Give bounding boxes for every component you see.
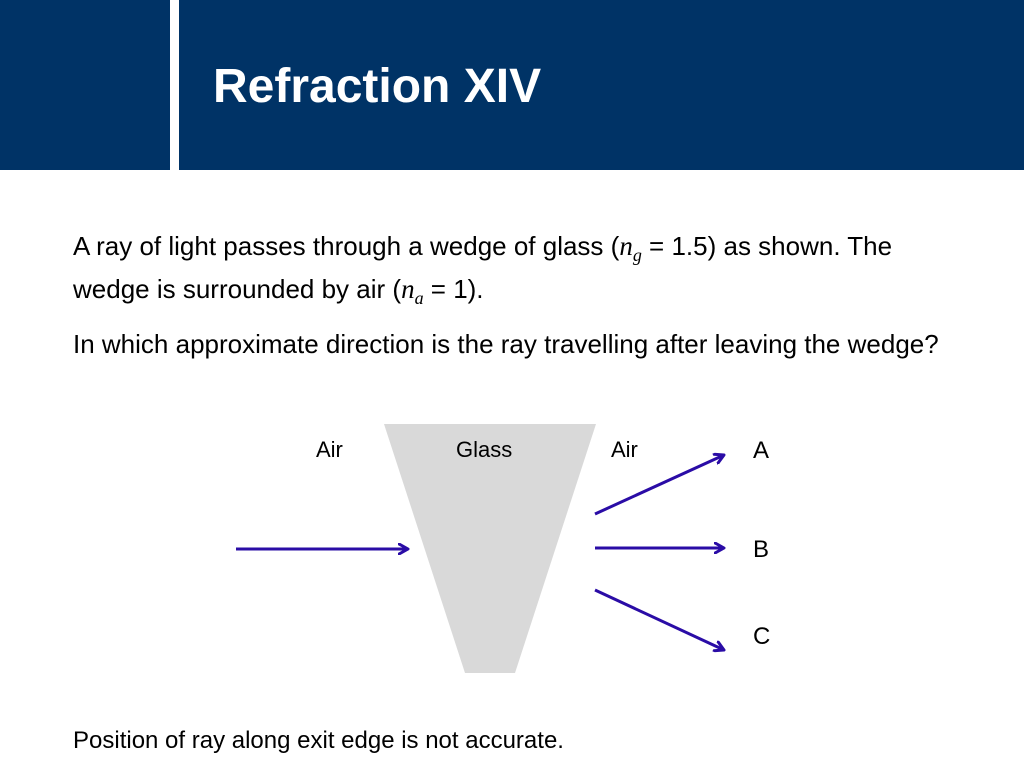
option-b-label: B	[753, 536, 769, 563]
question-text-middle: = 1.5) as shown. The wedge is surrounded…	[73, 231, 893, 304]
header-title-block	[179, 0, 1024, 170]
question-text: A ray of light passes through a wedge of…	[73, 226, 973, 312]
question-text-start: A ray of light passes through a wedge of…	[73, 231, 620, 261]
air-left-label: Air	[316, 437, 343, 462]
header-left-block	[0, 0, 170, 170]
ray-option-c	[594, 588, 724, 650]
glass-index-symbol: n	[619, 231, 633, 261]
slide-header: Refraction XIV	[0, 0, 1024, 170]
glass-label: Glass	[456, 437, 512, 462]
option-c-label: C	[753, 623, 770, 650]
accuracy-note: Position of ray along exit edge is not a…	[73, 727, 564, 754]
question-text-end: = 1).	[423, 274, 484, 304]
glass-wedge	[384, 424, 596, 673]
air-index-symbol: n	[401, 274, 415, 304]
glass-index-subscript: g	[632, 245, 642, 265]
question-prompt: In which approximate direction is the ra…	[73, 329, 939, 359]
air-index-subscript: a	[414, 288, 424, 308]
ray-option-a	[594, 455, 724, 516]
option-a-label: A	[753, 437, 769, 464]
air-right-label: Air	[611, 437, 638, 462]
slide-title: Refraction XIV	[213, 60, 542, 113]
